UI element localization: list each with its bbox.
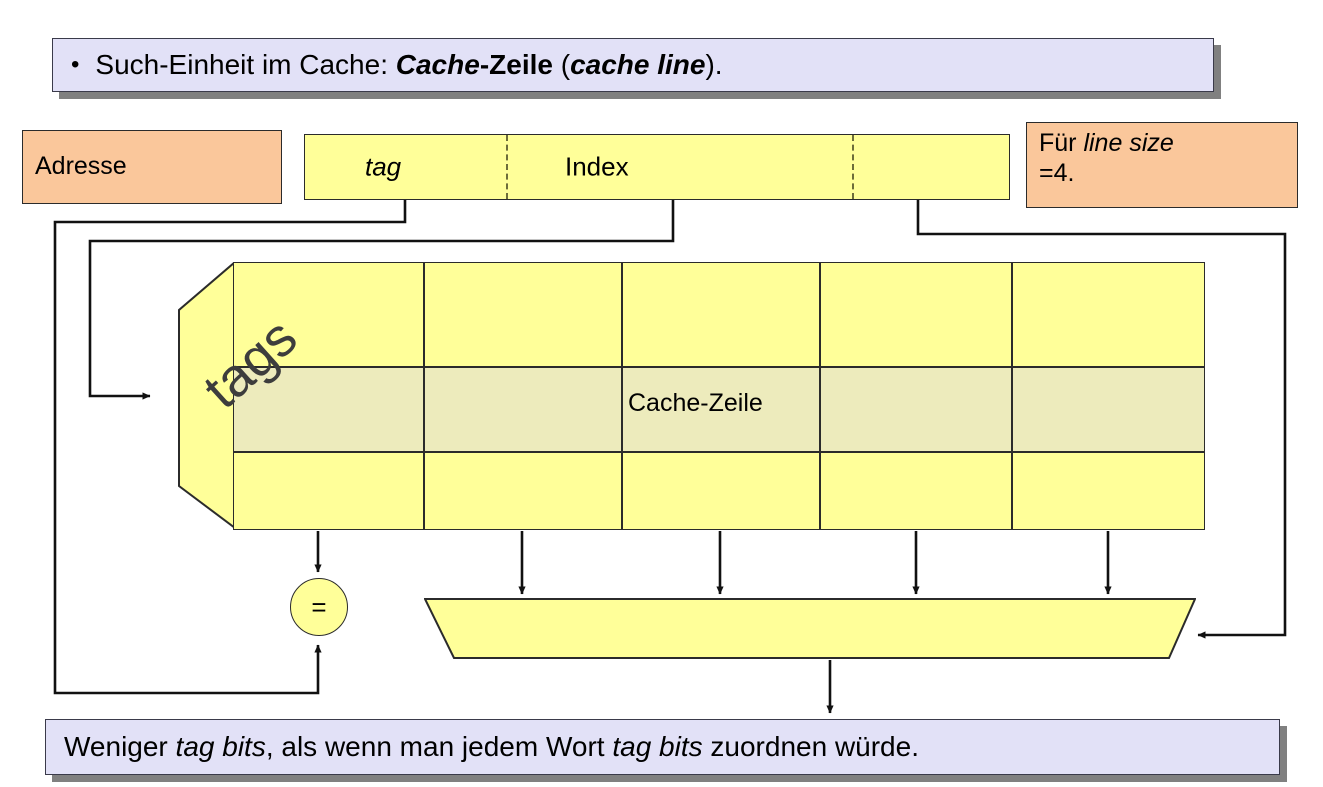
cache-cell-r1-c3 xyxy=(820,367,1012,452)
adresse-label-text: Adresse xyxy=(35,152,127,181)
cache-cell-r0-c0 xyxy=(233,262,424,367)
footer-text-part-1: Weniger xyxy=(64,730,176,762)
header-text-cacheline: cache line xyxy=(570,48,706,80)
adresse-label-box: Adresse xyxy=(22,130,282,204)
cache-cell-r1-c4 xyxy=(1012,367,1205,452)
footer-note-banner: Weniger tag bits, als wenn man jedem Wor… xyxy=(45,719,1280,775)
line-size-italic: line size xyxy=(1083,129,1174,157)
line-size-suffix: =4. xyxy=(1039,158,1075,187)
cache-cell-r2-c1 xyxy=(424,452,622,530)
header-text-cache: Cache xyxy=(395,48,480,80)
address-field-index-label: Index xyxy=(565,151,629,182)
cache-cell-r2-c4 xyxy=(1012,452,1205,530)
address-field-tag-label: tag xyxy=(365,151,402,182)
bullet-glyph: • xyxy=(71,51,80,78)
cache-cell-r2-c0 xyxy=(233,452,424,530)
line-size-prefix: Für xyxy=(1039,129,1084,157)
index-decoder-shape xyxy=(178,262,235,530)
header-text-part-1: Such-Einheit im Cache: xyxy=(95,48,396,80)
address-divider-tag-index xyxy=(506,135,508,199)
footer-text-italic-2: tag bits xyxy=(612,730,703,762)
line-size-note-box: Für line size =4. xyxy=(1026,122,1298,208)
address-field-bar: tag Index xyxy=(304,134,1010,200)
cache-cell-r1-c2 xyxy=(622,367,820,452)
footer-text-italic-1: tag bits xyxy=(175,730,266,762)
address-divider-index-offset xyxy=(852,135,854,199)
header-text: Such-Einheit im Cache: Cache-Zeile (cach… xyxy=(95,48,723,81)
header-text-paren-open: ( xyxy=(552,48,571,80)
multiplexer-shape xyxy=(424,598,1196,659)
footer-text-part-2: , als wenn man jedem Wort xyxy=(265,730,613,762)
cache-line-label: Cache-Zeile xyxy=(628,389,763,417)
cache-cell-r2-c3 xyxy=(820,452,1012,530)
cache-cell-r1-c0 xyxy=(233,367,424,452)
footer-text: Weniger tag bits, als wenn man jedem Wor… xyxy=(64,730,919,763)
header-text-zeile: -Zeile xyxy=(479,48,553,80)
comparator-label: = xyxy=(311,591,327,622)
cache-cell-r0-c4 xyxy=(1012,262,1205,367)
comparator-equals: = xyxy=(290,578,348,636)
cache-cell-r2-c2 xyxy=(622,452,820,530)
cache-cell-r0-c1 xyxy=(424,262,622,367)
cache-cell-r1-c1 xyxy=(424,367,622,452)
cache-cell-r0-c2 xyxy=(622,262,820,367)
header-bullet-banner: • Such-Einheit im Cache: Cache-Zeile (ca… xyxy=(52,38,1214,92)
header-text-end: ). xyxy=(705,48,723,80)
cache-cell-r0-c3 xyxy=(820,262,1012,367)
footer-text-part-3: zuordnen würde. xyxy=(702,730,919,762)
